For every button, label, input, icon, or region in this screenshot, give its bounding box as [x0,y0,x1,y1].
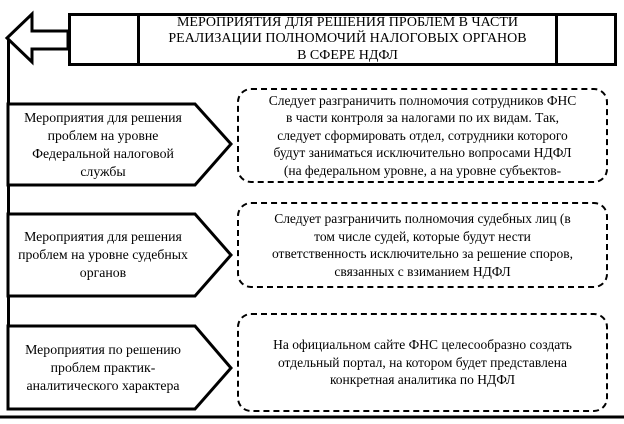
row3-detail-box: На официальном сайте ФНС целесообразно с… [237,313,608,412]
title-empty-cell-left [71,16,140,63]
row2-detail-text: Следует разграничить полномочия судебных… [271,211,574,279]
row2-chevron-arrow-shape [6,212,233,298]
title-box: МЕРОПРИЯТИЯ ДЛЯ РЕШЕНИЯ ПРОБЛЕМ В ЧАСТИ … [68,13,617,66]
row2-label: Мероприятия для решения проблем на уровн… [7,214,199,296]
row3-detail-text: На официальном сайте ФНС целесообразно с… [273,337,572,388]
row2-label-text: Мероприятия для решения проблем на уровн… [18,229,188,280]
back-block-arrow-icon [4,10,70,66]
row2-detail-box: Следует разграничить полномочия судебных… [237,202,608,288]
row1-label-text: Мероприятия для решения проблем на уровн… [24,109,182,179]
row3-label-text: Мероприятия по решению проблем практик- … [25,341,181,393]
row3-chevron-arrow-shape [6,324,233,411]
row1-detail-text: Следует разграничить полномочия сотрудни… [268,92,577,178]
row1-detail-box: Следует разграничить полномочия сотрудни… [237,88,608,183]
title-empty-cell-right [555,16,614,63]
row1-chevron-arrow-shape [6,102,234,187]
row1-label: Мероприятия для решения проблем на уровн… [7,104,199,185]
diagram-title: МЕРОПРИЯТИЯ ДЛЯ РЕШЕНИЯ ПРОБЛЕМ В ЧАСТИ … [168,14,527,63]
row3-label: Мероприятия по решению проблем практик- … [7,326,199,409]
